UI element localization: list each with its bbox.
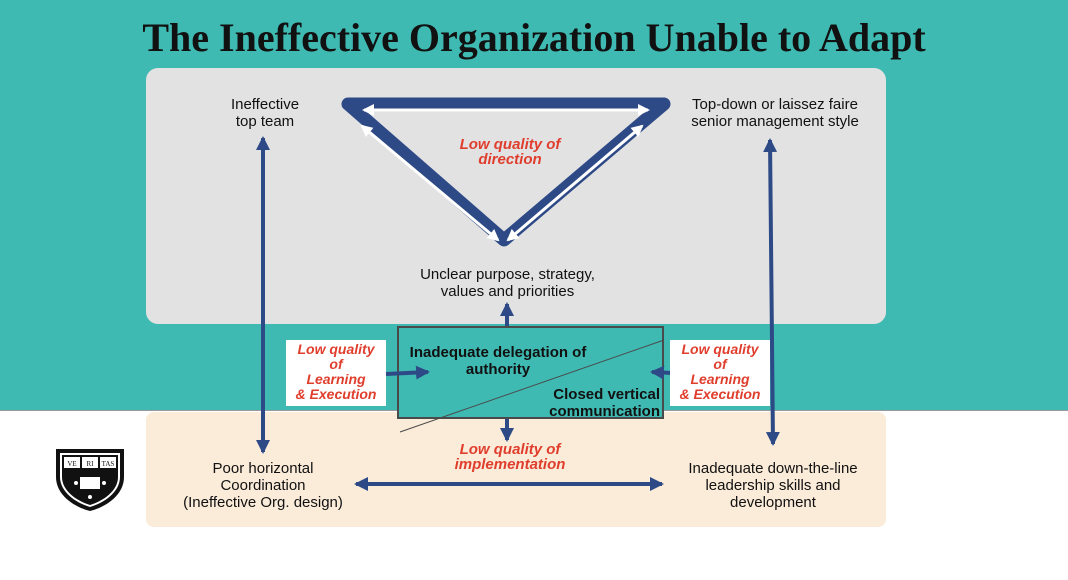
node-down-the-line-leadership: Inadequate down-the-line leadership skil… [688,460,858,511]
left-learning-arrow [385,365,430,380]
annotation-learning-left: Low quality of Learning & Execution [286,340,386,406]
node-delegation: Inadequate delegation of authority [409,344,587,378]
logo-text-tas: TAS [102,460,115,468]
direction-triangle [341,97,671,247]
delegation-box [397,326,664,419]
node-top-team: Ineffective top team [230,96,300,130]
box-diagonal-line [399,339,665,433]
annotation-low-direction: Low quality of direction [459,136,561,168]
node-horizontal-coordination: Poor horizontal Coordination (Ineffectiv… [183,460,343,511]
slide-title: The Ineffective Organization Unable to A… [142,15,926,60]
annotation-low-implementation: Low quality of implementation [454,441,566,473]
node-unclear-purpose: Unclear purpose, strategy, values and pr… [420,266,595,300]
right-vertical-arrow [763,138,780,446]
logo-text-ri: RI [87,460,95,468]
logo-text-ve: VE [67,460,76,468]
triangle-left-edge-arrow [360,124,500,242]
node-closed-communication: Closed vertical communication [549,386,660,420]
triangle-right-edge-arrow [506,124,644,242]
annotation-learning-right: Low quality of Learning & Execution [670,340,770,406]
shield-logo-icon: VE RI TAS [56,449,124,511]
node-management-style: Top-down or laissez faire senior managem… [691,96,859,130]
